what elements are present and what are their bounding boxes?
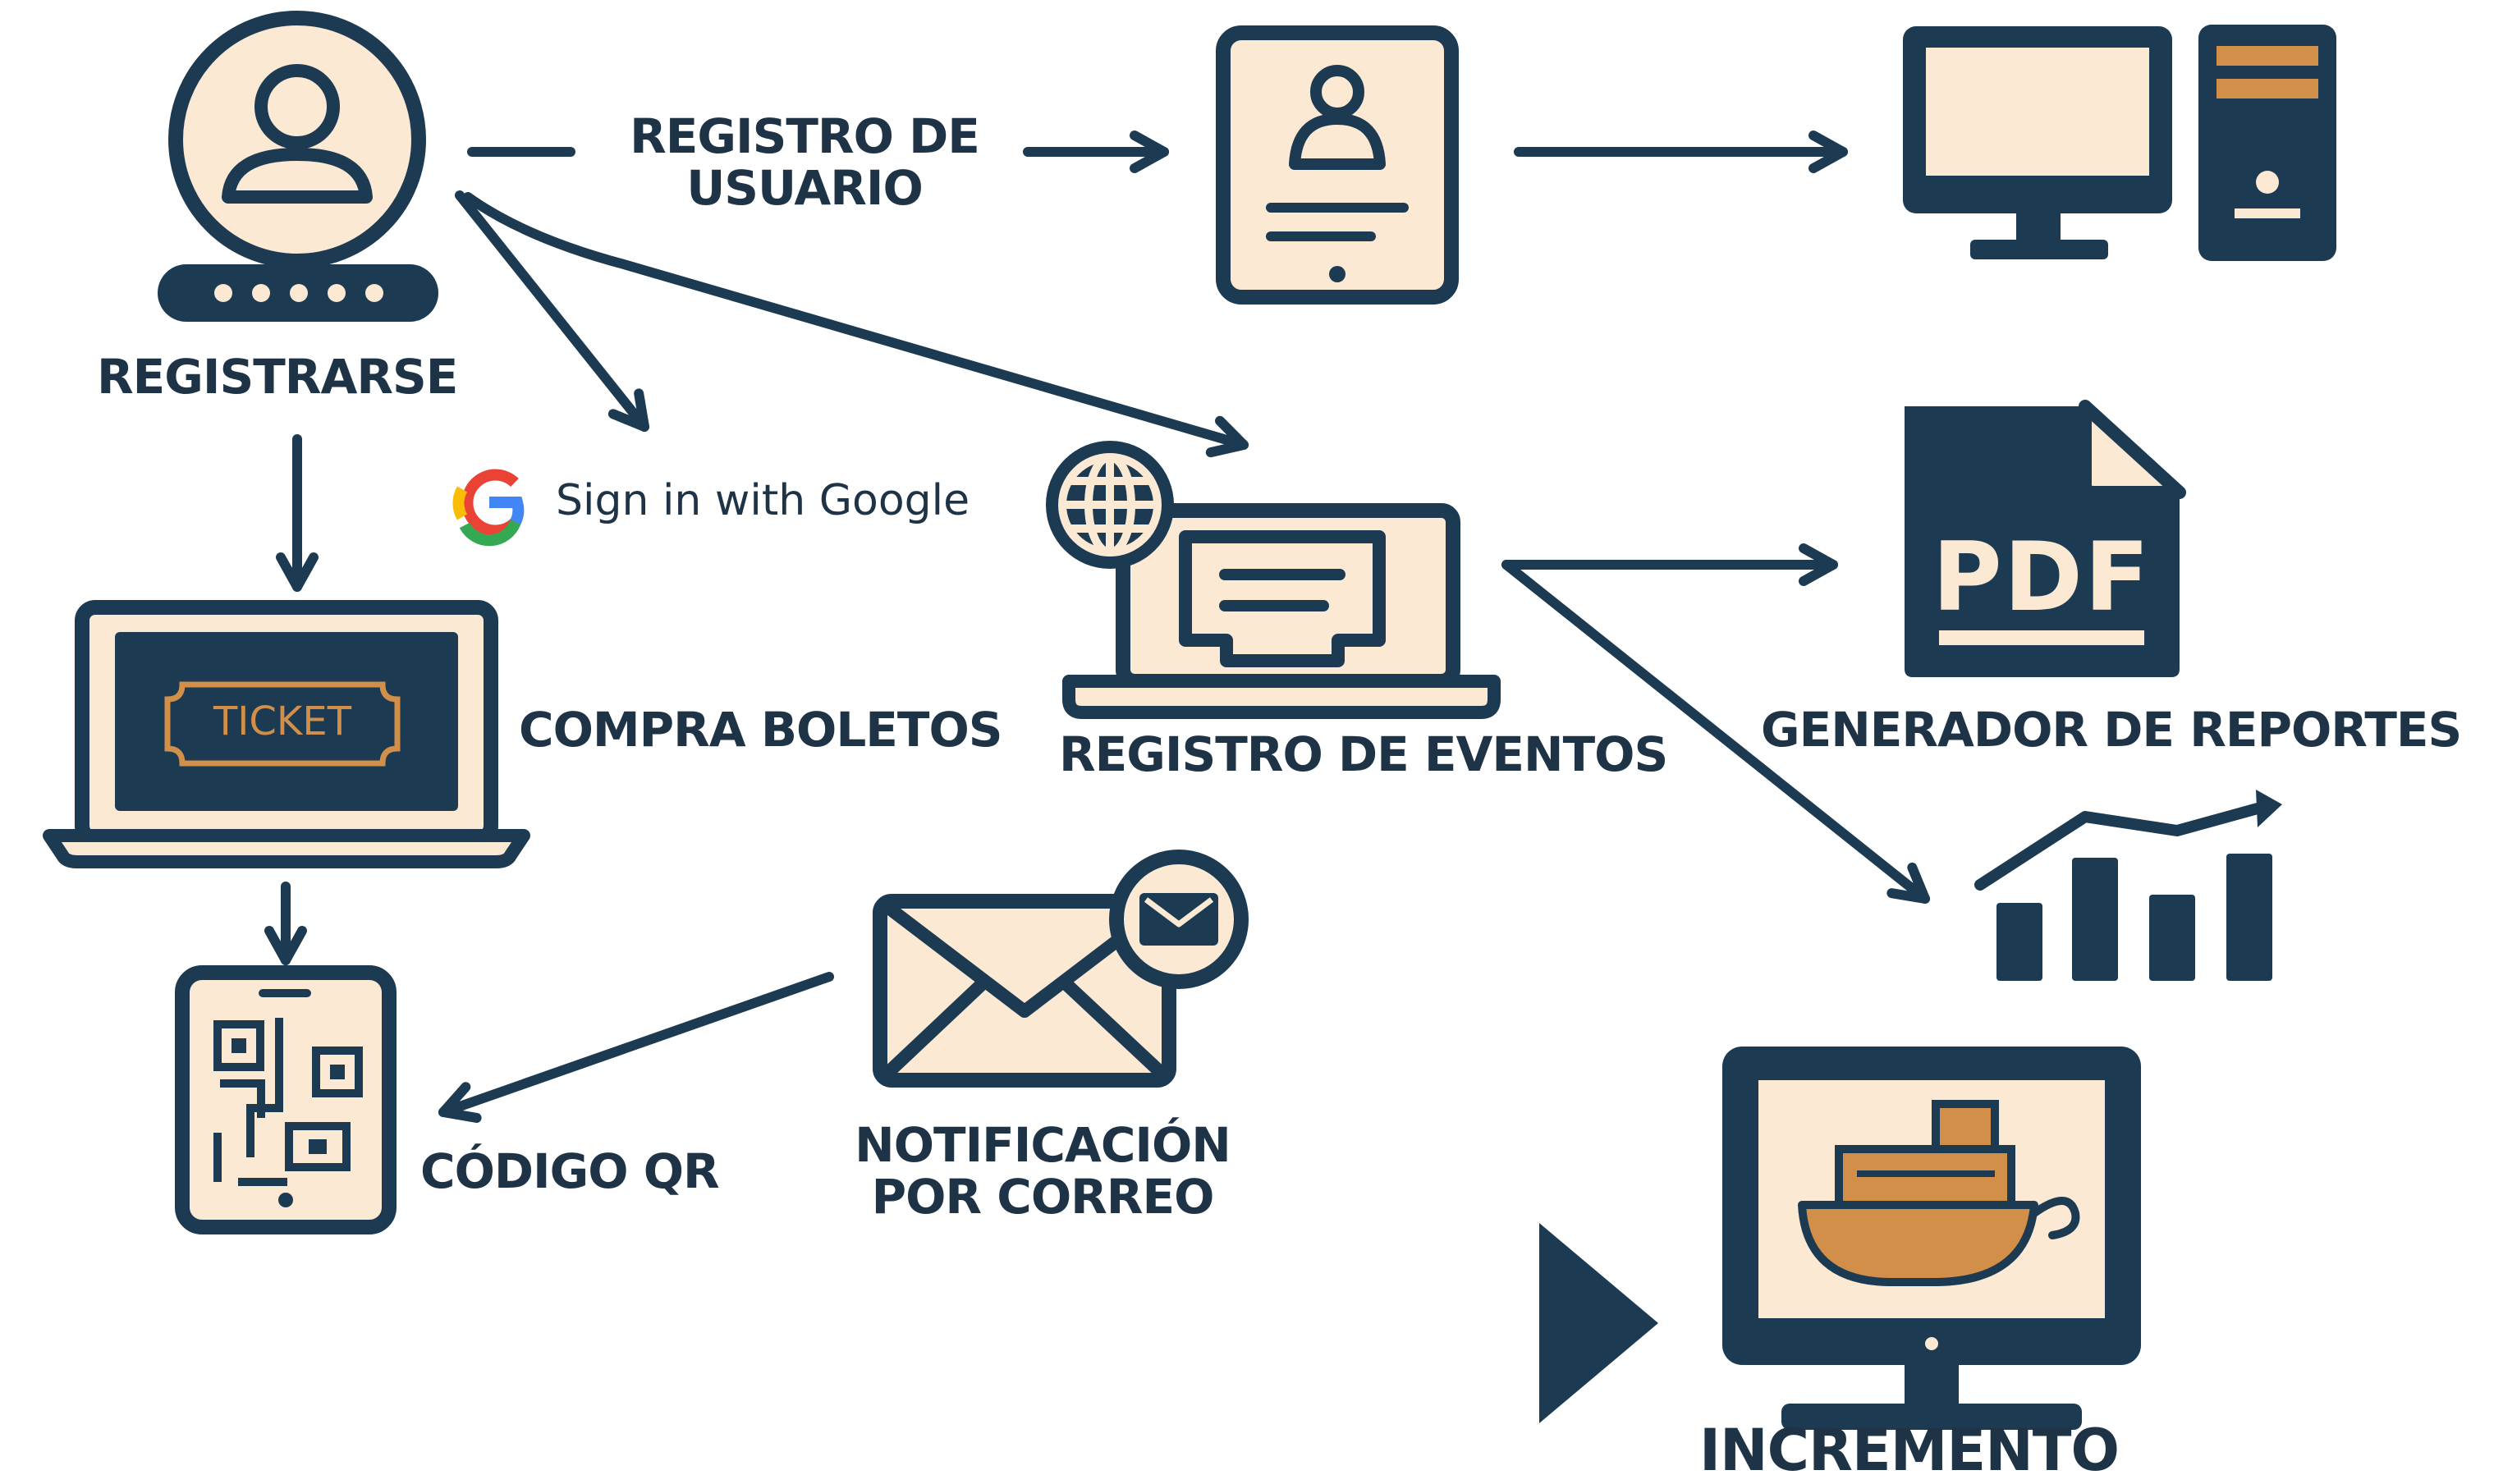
label-notificacion-line1: NOTIFICACIÓN [855,1117,1231,1173]
label-registro-usuario: REGISTRO DE USUARIO [591,111,1018,213]
label-registrarse: REGISTRARSE [97,349,458,405]
google-signin-link[interactable]: Sign in with Google [556,476,970,525]
connectors [264,131,1930,1123]
user-profile-tablet-icon [1216,25,1459,305]
label-notificacion-line2: POR CORREO [871,1168,1215,1225]
envelope-icon [873,850,1249,1088]
google-icon [452,469,525,547]
label-registro-usuario-line1: REGISTRO DE [630,108,980,164]
arrow-to-events [463,192,1249,458]
arrow-to-google [455,190,649,432]
label-notificacion: NOTIFICACIÓN POR CORREO [813,1120,1272,1222]
globe-icon [1046,441,1174,569]
label-registro-eventos: REGISTRO DE EVENTOS [1059,726,1668,782]
label-compra-boletos: COMPRA BOLETOS [519,702,1003,758]
label-registro-usuario-line2: USUARIO [686,159,924,216]
pdf-document-icon [1905,400,2186,677]
label-incremento: INCREMENTO [1699,1417,2120,1484]
qr-phone-icon [175,965,397,1234]
bar-chart-trend-icon [1974,790,2282,981]
monitor-ship-icon [1722,1047,2141,1430]
label-codigo-qr: CÓDIGO QR [420,1143,720,1199]
label-generador-reportes: GENERADOR DE REPORTES [1761,702,2462,758]
play-triangle-icon [1539,1223,1658,1423]
pdf-label: PDF [1932,522,2152,633]
user-icon [168,11,426,268]
laptop-event-icon [1062,503,1501,719]
arrow-email-to-qr [438,972,834,1123]
arrow-to-chart [1501,560,1930,904]
desktop-computer-icon [1903,25,2336,261]
ticket-label: TICKET [213,698,352,744]
laptop-ticket-icon [43,600,530,868]
password-field-icon [158,264,438,322]
